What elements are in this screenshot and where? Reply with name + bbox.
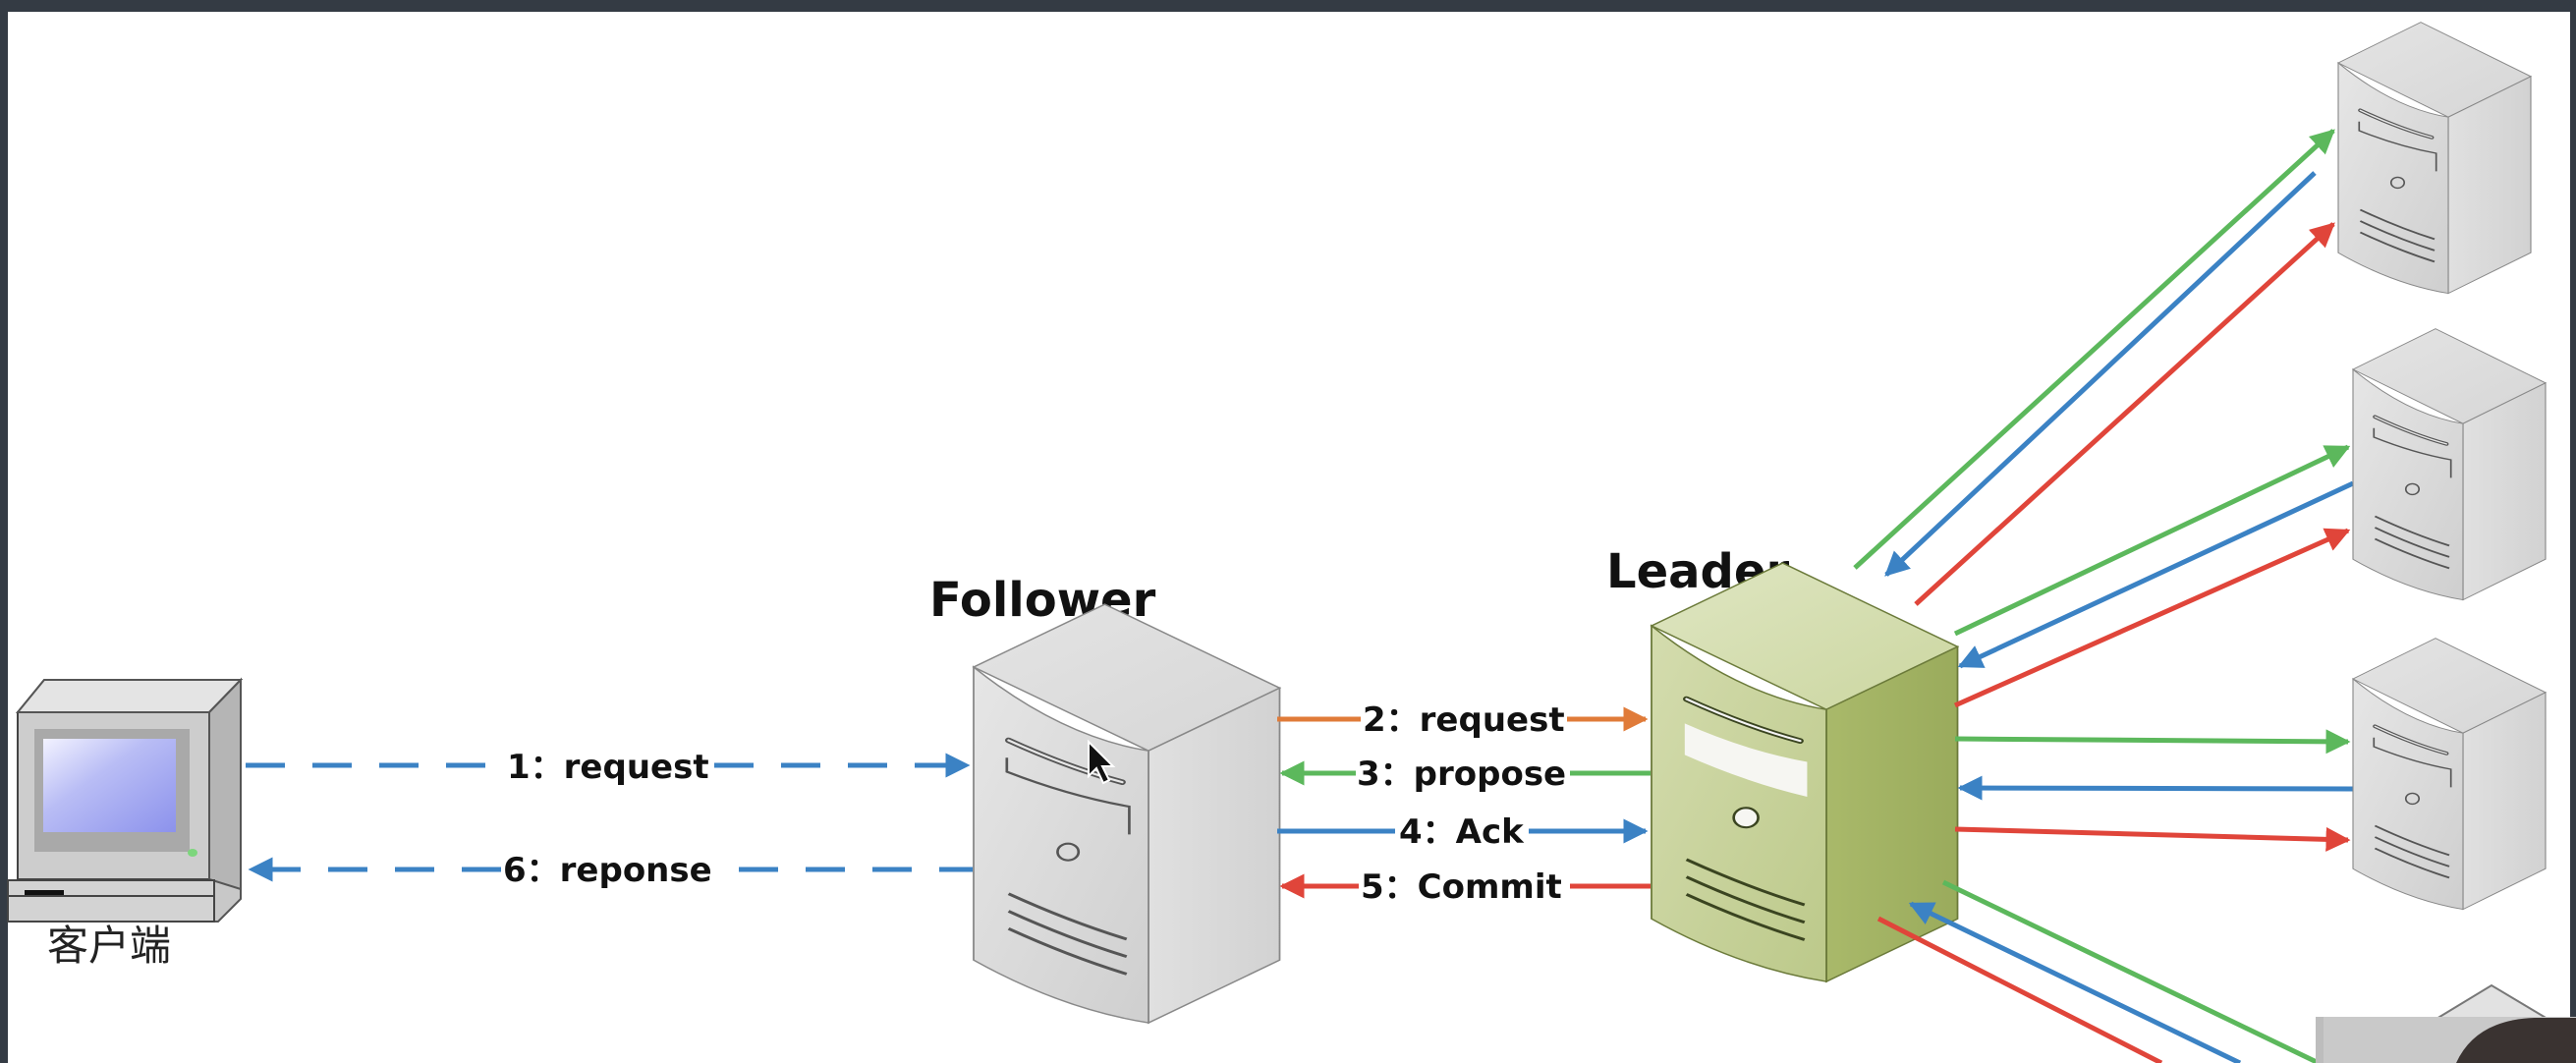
slide-area — [8, 12, 2570, 1063]
top-bar — [0, 0, 2576, 12]
client-computer-icon — [7, 677, 244, 923]
step-3-label: 3：propose — [1357, 755, 1566, 794]
left-border — [0, 0, 8, 1063]
client-label: 客户端 — [47, 922, 171, 970]
fanout-server-4 — [1876, 879, 2321, 1063]
fanout-server-2 — [1953, 444, 2355, 708]
step-4-label: 4：Ack — [1399, 812, 1525, 852]
webcam-overlay — [2316, 1017, 2576, 1063]
fanout-server-1 — [1853, 129, 2335, 606]
fanout-server-3 — [1954, 729, 2354, 852]
follower-server-3-icon — [2353, 639, 2546, 910]
follower-server-1-icon — [2338, 23, 2531, 294]
mouse-cursor-icon — [1088, 739, 1116, 785]
leader-server-icon — [1652, 563, 1958, 981]
step-5-label: 5：Commit — [1361, 867, 1562, 907]
step-6-label: 6：reponse — [503, 851, 712, 890]
follower-server-2-icon — [2353, 329, 2546, 600]
step-1-label: 1：request — [507, 748, 709, 787]
step-2-label: 2：request — [1363, 700, 1565, 740]
follower-server-icon — [974, 604, 1280, 1023]
right-border — [2570, 0, 2576, 1063]
